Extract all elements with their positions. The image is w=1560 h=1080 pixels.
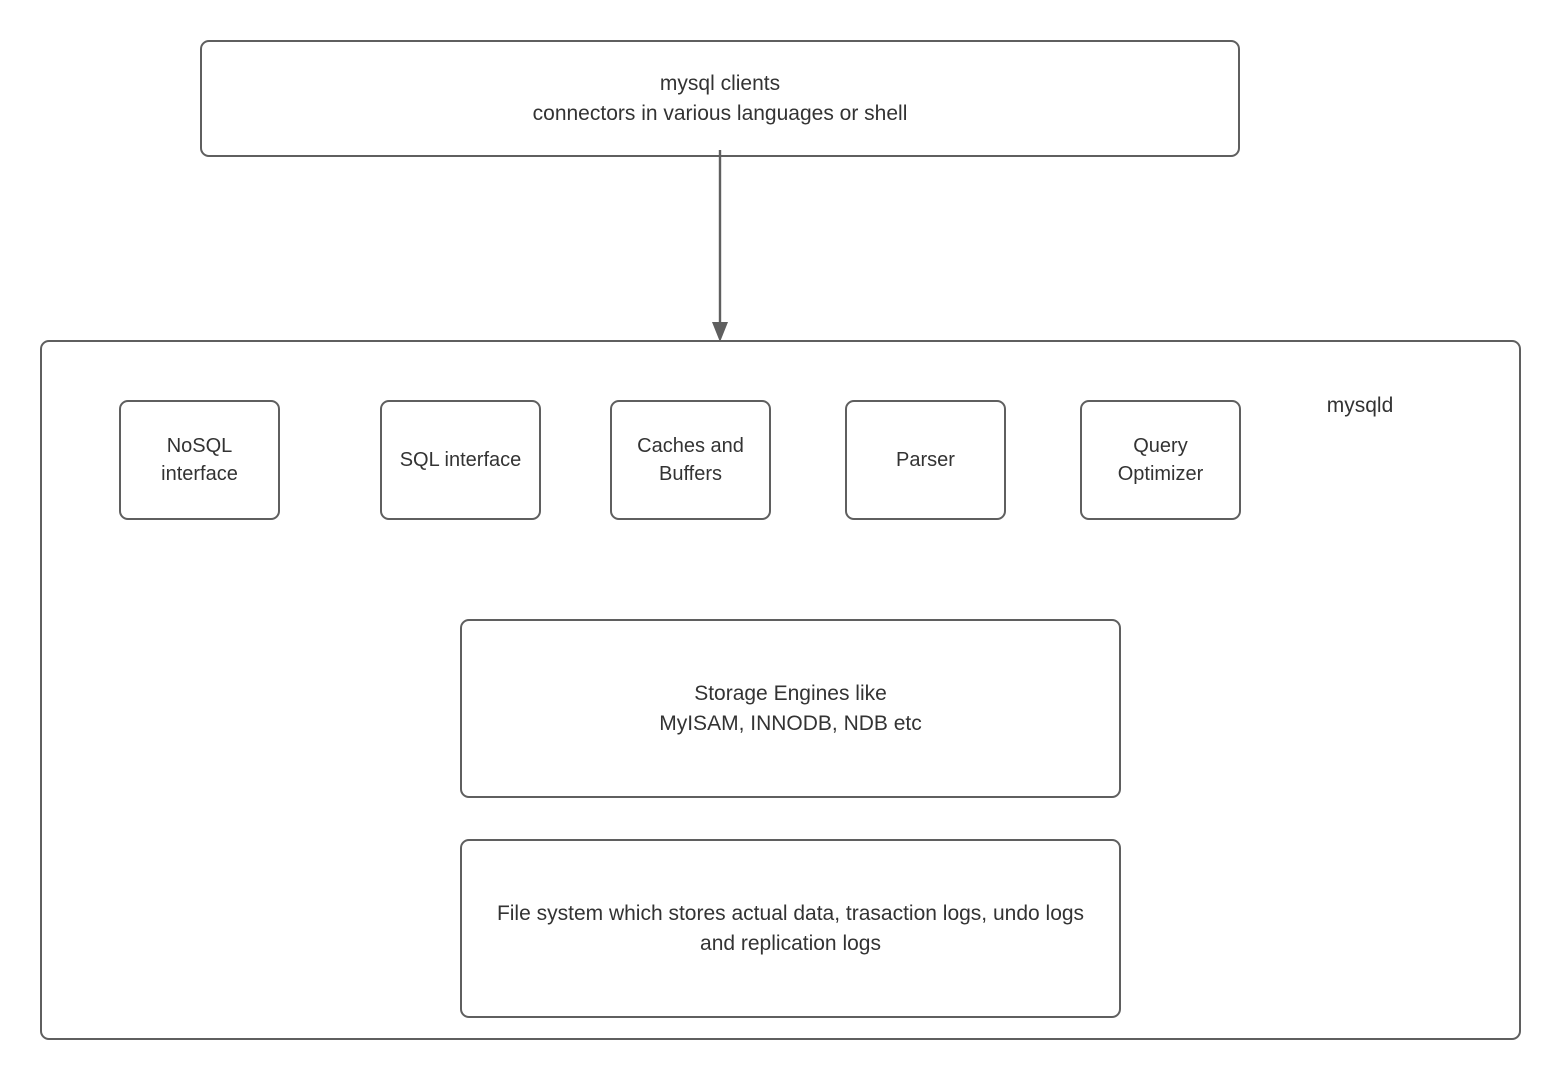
node-nosql-interface-label: NoSQL interface <box>161 434 238 485</box>
mysqld-caption-label: mysqld <box>1326 394 1394 417</box>
node-file-system[interactable]: File system which stores actual data, tr… <box>460 839 1121 1018</box>
node-parser[interactable]: Parser <box>845 400 1006 520</box>
node-storage-engines[interactable]: Storage Engines like MyISAM, INNODB, NDB… <box>460 619 1121 798</box>
arrow-clients-to-mysqld-icon <box>712 150 728 342</box>
mysql-clients-box[interactable]: mysql clients connectors in various lang… <box>200 40 1240 157</box>
mysql-clients-label: mysql clients connectors in various lang… <box>532 71 908 125</box>
node-file-system-label: File system which stores actual data, tr… <box>496 901 1085 955</box>
node-query-optimizer[interactable]: Query Optimizer <box>1080 400 1241 520</box>
node-storage-engines-label: Storage Engines like MyISAM, INNODB, NDB… <box>659 681 922 735</box>
node-sql-interface-label: SQL interface <box>399 448 522 471</box>
node-sql-interface[interactable]: SQL interface <box>380 400 541 520</box>
node-caches-and-buffers[interactable]: Caches and Buffers <box>610 400 771 520</box>
node-query-optimizer-label: Query Optimizer <box>1117 434 1204 485</box>
node-caches-and-buffers-label: Caches and Buffers <box>637 434 744 485</box>
node-parser-label: Parser <box>896 448 955 471</box>
node-nosql-interface[interactable]: NoSQL interface <box>119 400 280 520</box>
